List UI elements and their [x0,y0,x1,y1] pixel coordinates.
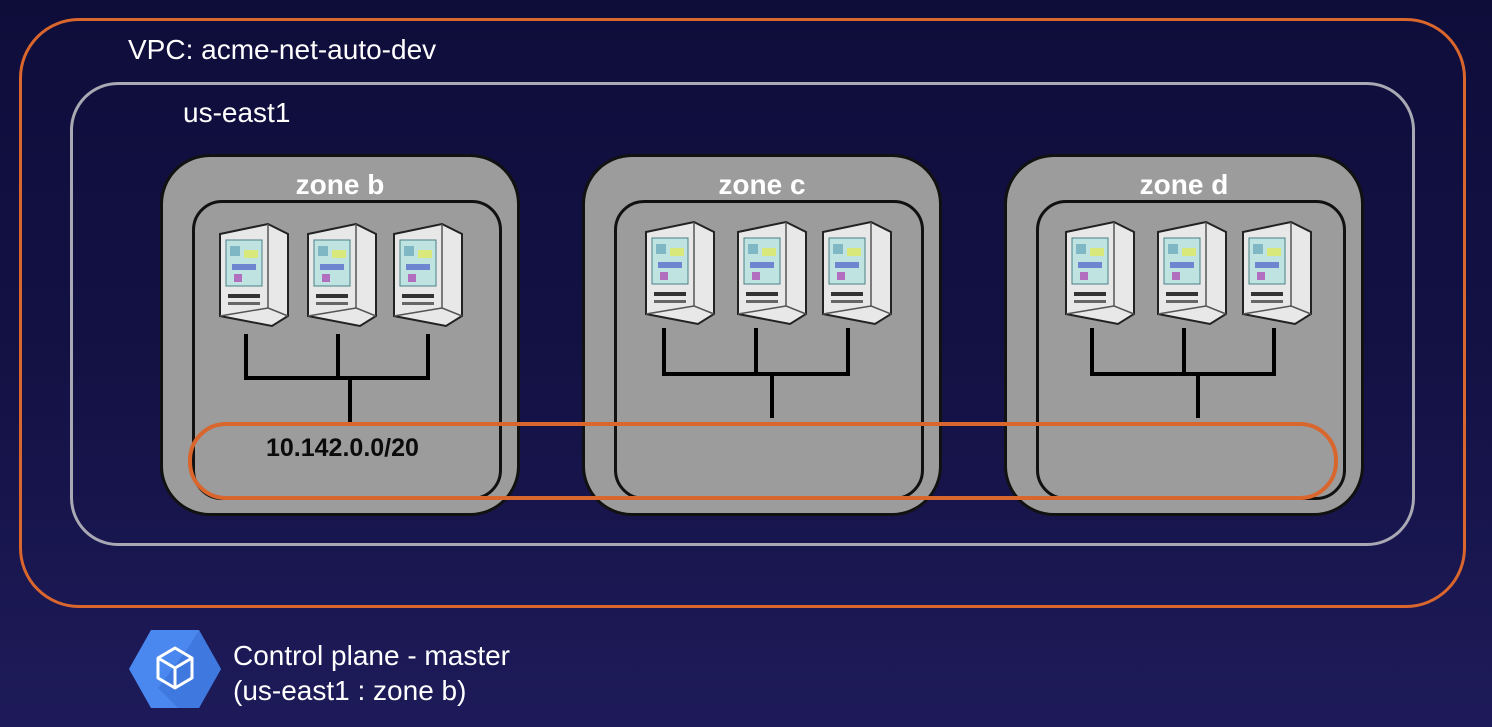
server-icon [302,220,382,330]
server-icon [214,220,294,330]
control-plane-title: Control plane - master [233,640,511,671]
zone-d-title: zone d [1139,169,1229,200]
region-boundary [70,82,1415,546]
vpc-label: VPC: acme-net-auto-dev [128,34,437,65]
server-icon [1060,218,1140,328]
control-plane-location: (us-east1 : zone b) [233,675,467,706]
region-label: us-east1 [183,97,291,128]
server-icon [388,220,468,330]
kubernetes-engine-icon [129,630,221,708]
server-icon [1152,218,1232,328]
server-icon [640,218,720,328]
server-icon [732,218,812,328]
subnet-cidr-label: 10.142.0.0/20 [266,434,419,462]
subnet-ring [188,422,1338,500]
zone-c: zone c [582,154,942,516]
server-icon [817,218,897,328]
vpc-boundary [19,18,1466,608]
zone-b-title: zone b [295,169,385,200]
zone-c-title: zone c [718,169,806,200]
server-icon [1237,218,1317,328]
